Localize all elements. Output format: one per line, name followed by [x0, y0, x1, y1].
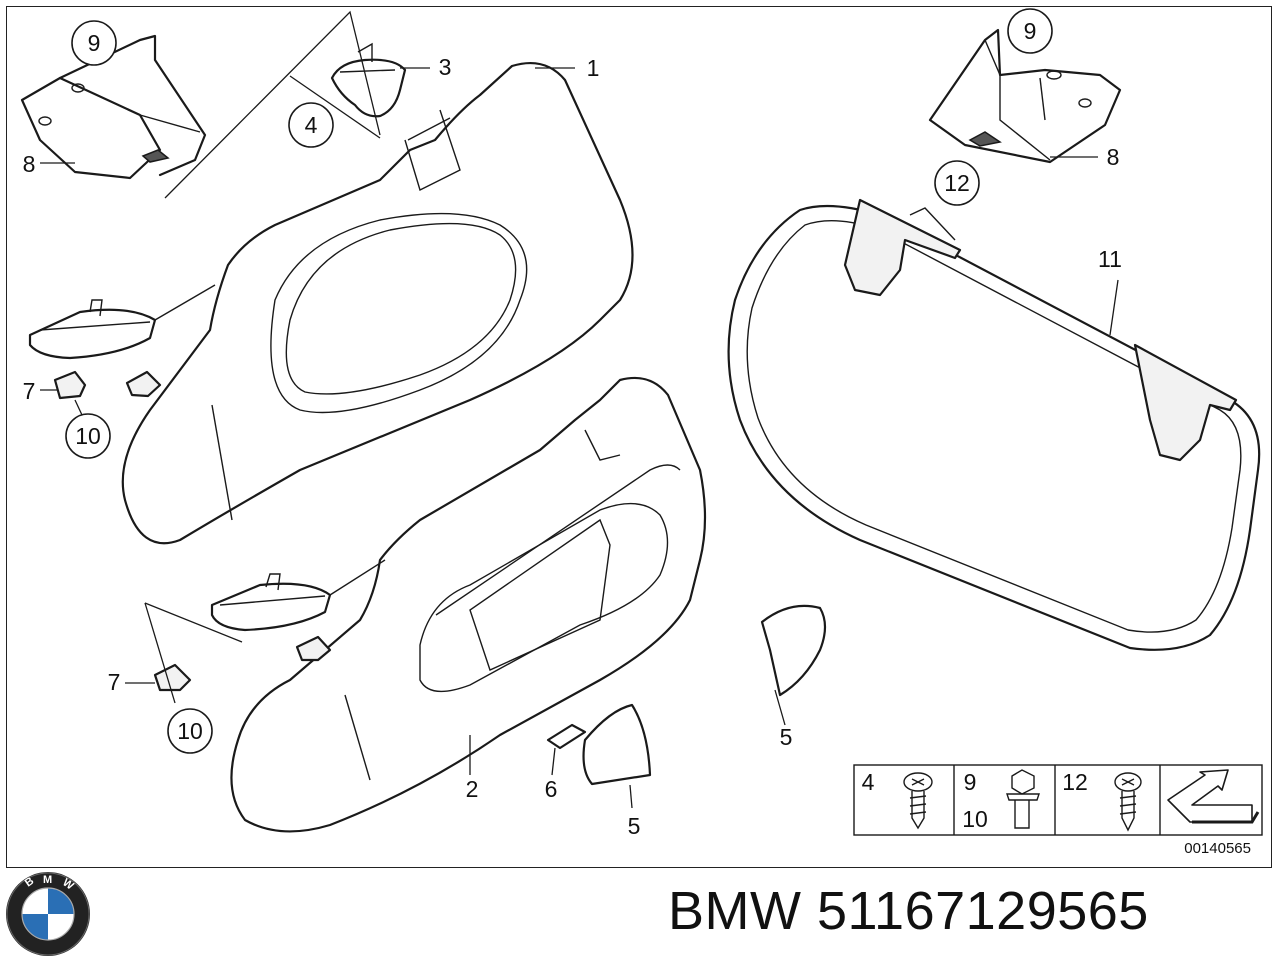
legend-num-4: 4	[862, 769, 875, 795]
label-part-2: 2	[466, 776, 479, 802]
callout-12-text: 12	[944, 170, 970, 196]
cover-parts	[546, 604, 827, 786]
label-part-7-upper: 7	[23, 378, 36, 404]
callout-9-right-text: 9	[1024, 18, 1037, 44]
brand-part-number-line: BMW 51167129565	[668, 880, 1149, 942]
legend-num-9: 9	[964, 769, 977, 795]
self-tapping-screw-icon	[1114, 772, 1142, 832]
diagram-frame	[6, 6, 1272, 868]
callout-10-lower-text: 10	[177, 718, 203, 744]
clip-part-3	[330, 42, 407, 118]
callout-9-left-text: 9	[88, 30, 101, 56]
leader-lines	[40, 10, 1119, 809]
callout-circle-12: 12	[934, 160, 980, 206]
bracket-left	[20, 34, 207, 180]
sun-visor-right	[727, 198, 1261, 651]
legend-num-12: 12	[1062, 769, 1088, 795]
hinge-mount-lower	[210, 559, 386, 632]
fastener-legend: 4 9 10 12	[853, 764, 1263, 836]
bmw-logo: B M W	[6, 872, 90, 956]
svg-text:M: M	[43, 874, 52, 886]
label-part-7-lower: 7	[108, 669, 121, 695]
label-part-5-left: 5	[628, 813, 641, 839]
callout-circle-10-lower: 10	[167, 708, 213, 754]
bolt-icon	[1006, 769, 1040, 829]
sun-visor-lower	[230, 376, 707, 833]
label-part-1: 1	[587, 55, 600, 81]
cap-parts	[53, 370, 332, 692]
callout-circle-10-upper: 10	[65, 413, 111, 459]
legend-num-10: 10	[962, 806, 988, 832]
part-number: 51167129565	[816, 881, 1149, 941]
callout-10-upper-text: 10	[75, 423, 101, 449]
label-part-11: 11	[1098, 246, 1122, 272]
label-part-3: 3	[439, 54, 452, 80]
document-code: 00140565	[1184, 840, 1251, 857]
screw-icon	[903, 772, 933, 830]
callout-circle-9-right: 9	[1007, 8, 1053, 54]
label-part-8-left: 8	[23, 151, 36, 177]
label-part-8-right: 8	[1107, 144, 1120, 170]
direction-arrow-icon	[1167, 769, 1260, 824]
callout-circle-9-left: 9	[71, 20, 117, 66]
hinge-mount-upper	[28, 284, 216, 360]
callout-circle-4: 4	[288, 102, 334, 148]
bracket-right	[928, 28, 1122, 164]
label-part-6: 6	[545, 776, 558, 802]
callout-4-text: 4	[305, 112, 318, 138]
sun-visor-upper	[121, 62, 634, 545]
brand-name: BMW	[668, 881, 802, 941]
label-part-5-right: 5	[780, 724, 793, 750]
